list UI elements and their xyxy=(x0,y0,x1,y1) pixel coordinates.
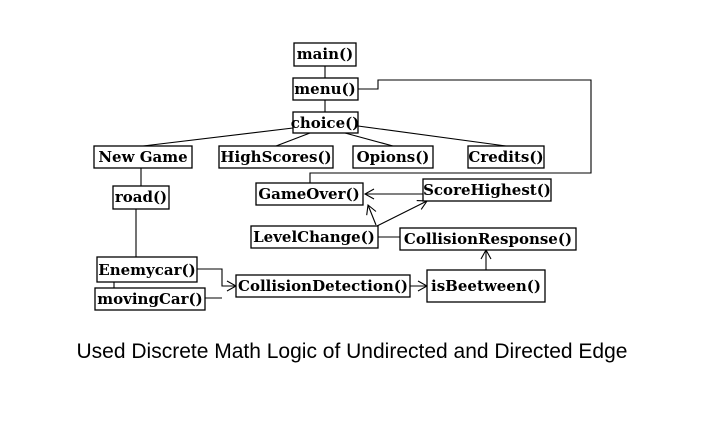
node-game-over: GameOver() xyxy=(255,182,364,206)
node-new-game-label: New Game xyxy=(98,148,187,166)
node-collision-detection: CollisionDetection() xyxy=(235,274,411,298)
node-main: main() xyxy=(293,42,357,67)
node-level-change-label: LevelChange() xyxy=(253,228,375,246)
node-level-change: LevelChange() xyxy=(250,225,379,249)
node-menu-label: menu() xyxy=(294,80,355,98)
node-is-beetween: isBeetween() xyxy=(426,269,546,303)
edge-choice-credits xyxy=(357,125,507,147)
node-enemycar-label: Enemycar() xyxy=(98,261,195,279)
node-game-over-label: GameOver() xyxy=(258,185,359,203)
node-main-label: main() xyxy=(297,45,353,63)
node-road: road() xyxy=(112,185,170,210)
edge-choice-highscores xyxy=(275,132,311,147)
node-moving-car: movingCar() xyxy=(94,287,206,311)
node-score-highest-label: ScoreHighest() xyxy=(423,181,551,199)
node-choice-label: choice() xyxy=(291,114,360,132)
node-high-scores: HighScores() xyxy=(218,145,334,169)
node-enemycar: Enemycar() xyxy=(96,256,198,283)
node-collision-response: CollisionResponse() xyxy=(399,227,577,251)
edge-enemycar-collisiondetection xyxy=(197,268,238,292)
node-moving-car-label: movingCar() xyxy=(97,290,202,308)
caption: Used Discrete Math Logic of Undirected a… xyxy=(76,340,628,363)
edge-levelchange-scorehighest xyxy=(376,200,429,227)
edge-levelchange-gameover xyxy=(366,203,377,226)
edge-choice-newgame xyxy=(142,127,294,147)
flow-diagram: main() menu() choice() New Game HighScor… xyxy=(93,42,592,311)
node-collision-detection-label: CollisionDetection() xyxy=(238,277,408,295)
node-high-scores-label: HighScores() xyxy=(220,148,331,166)
node-credits-label: Credits() xyxy=(468,148,543,166)
edge-menu-loop-gameover xyxy=(309,79,592,183)
node-opions: Opions() xyxy=(352,145,434,169)
node-road-label: road() xyxy=(115,188,167,206)
node-is-beetween-label: isBeetween() xyxy=(431,277,541,295)
edge-choice-opions xyxy=(344,132,394,147)
node-choice: choice() xyxy=(291,111,360,134)
node-collision-response-label: CollisionResponse() xyxy=(404,230,572,248)
node-new-game: New Game xyxy=(93,145,193,169)
node-menu: menu() xyxy=(292,77,359,101)
node-score-highest: ScoreHighest() xyxy=(422,178,552,202)
node-opions-label: Opions() xyxy=(357,148,430,166)
edges xyxy=(113,66,592,299)
node-credits: Credits() xyxy=(467,145,545,169)
